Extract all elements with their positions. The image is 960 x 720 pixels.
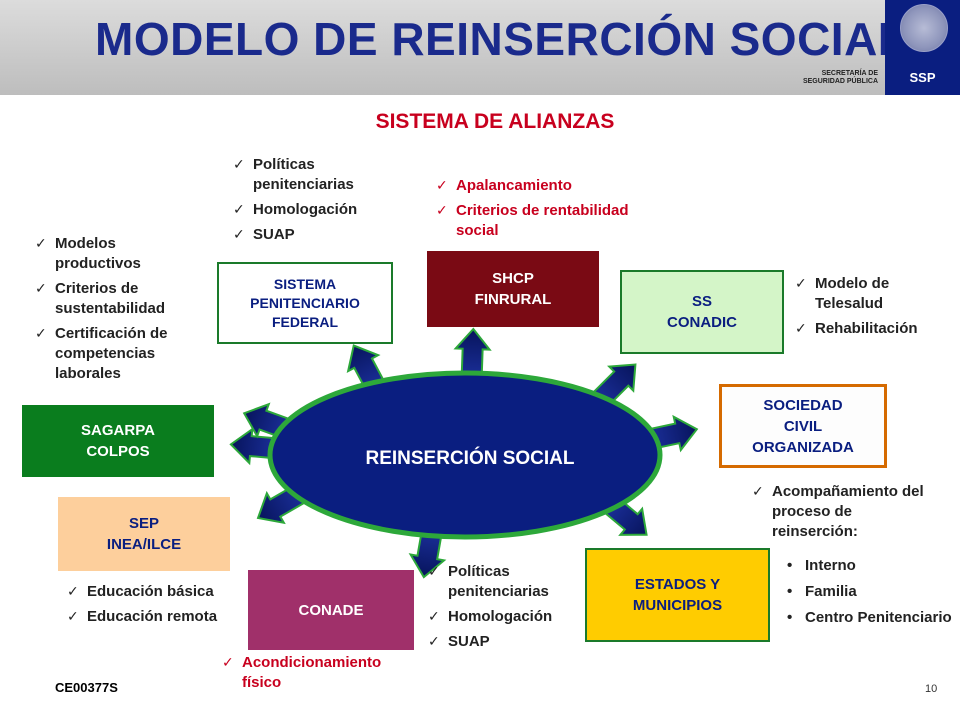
header-band	[0, 0, 885, 95]
page-number: 10	[925, 683, 938, 695]
sociedad-civil-box: SOCIEDAD CIVIL ORGANIZADA	[719, 384, 887, 468]
sep-line-1: SEP	[128, 515, 159, 532]
estados-municipios-box: ESTADOS Y MUNICIPIOS	[585, 548, 770, 642]
list-item: Centro Penitenciario	[785, 608, 955, 628]
list-item: SUAP	[428, 632, 588, 652]
conade-box: CONADE	[248, 570, 414, 650]
sistema-bullets: Políticas penitenciarias Homologación SU…	[233, 155, 403, 250]
list-item: Acondicionamiento físico	[222, 653, 422, 693]
center-ellipse	[267, 370, 663, 540]
sociedad-bullets: Acompañamiento del proceso de reinserció…	[752, 482, 942, 547]
conade-line-1: CONADE	[298, 601, 364, 619]
list-item: Políticas penitenciarias	[428, 562, 588, 602]
ss-line-1: SS	[691, 293, 712, 310]
secretaria-line-2: SEGURIDAD PÚBLICA	[802, 78, 878, 85]
list-item: Educación básica	[67, 582, 227, 602]
shcp-line-2: FINRURAL	[474, 291, 552, 308]
sistema-penitenciario-box: SISTEMA PENITENCIARIO FEDERAL	[217, 262, 393, 344]
ssp-label: SSP	[909, 70, 936, 85]
shcp-line-1: SHCP	[492, 270, 534, 287]
ss-line-2: CONADIC	[667, 314, 737, 331]
estados-line-2: MUNICIPIOS	[632, 597, 723, 614]
list-item: Rehabilitación	[795, 319, 955, 339]
sagarpa-bullets: Modelos productivos Criterios de sustent…	[35, 234, 205, 389]
list-item: Criterios de sustentabilidad	[35, 279, 205, 319]
ss-bullets: Modelo de Telesalud Rehabilitación	[795, 274, 955, 344]
sagarpa-line-1: SAGARPA	[81, 422, 155, 439]
sep-box: SEP INEA/ILCE	[58, 497, 230, 571]
list-item: Políticas penitenciarias	[233, 155, 403, 195]
ss-conadic-box: SS CONADIC	[620, 270, 784, 354]
conade-bullets: Acondicionamiento físico	[222, 653, 422, 698]
sociedad-line-1: SOCIEDAD	[763, 396, 843, 414]
estados-bullets: Políticas penitenciarias Homologación SU…	[428, 562, 588, 657]
national-seal-icon	[900, 4, 948, 52]
list-item: Homologación	[233, 200, 403, 220]
list-item: Modelos productivos	[35, 234, 205, 274]
sep-bullets: Educación básica Educación remota	[67, 582, 227, 632]
secretaria-line-1: SECRETARÍA DE	[821, 70, 878, 77]
sociedad-sub-bullets: Interno Familia Centro Penitenciario	[785, 556, 955, 634]
section-subtitle: SISTEMA DE ALIANZAS	[375, 110, 615, 133]
sistema-line-1: SISTEMA	[273, 275, 337, 292]
secretaria-label: SECRETARÍA DE SEGURIDAD PÚBLICA	[760, 70, 878, 86]
list-item: Apalancamiento	[436, 176, 636, 196]
list-item: SUAP	[233, 225, 403, 245]
center-label: REINSERCIÓN SOCIAL	[365, 448, 575, 469]
list-item: Certificación de competencias laborales	[35, 324, 205, 384]
sociedad-line-3: ORGANIZADA	[752, 438, 854, 456]
list-item: Familia	[785, 582, 955, 602]
sociedad-line-2: CIVIL	[783, 417, 823, 435]
shcp-bullets: Apalancamiento Criterios de rentabilidad…	[436, 176, 636, 246]
sistema-line-2: PENITENCIARIO	[250, 294, 360, 311]
estados-line-1: ESTADOS Y	[634, 576, 721, 593]
list-item: Homologación	[428, 607, 588, 627]
list-item: Interno	[785, 556, 955, 576]
sep-line-2: INEA/ILCE	[106, 536, 182, 553]
shcp-box: SHCP FINRURAL	[427, 251, 599, 327]
sagarpa-box: SAGARPA COLPOS	[22, 405, 214, 477]
list-item: Criterios de rentabilidad social	[436, 201, 636, 241]
page-title: MODELO DE REINSERCIÓN SOCIAL	[95, 13, 907, 65]
sistema-line-3: FEDERAL	[271, 313, 339, 330]
list-item: Educación remota	[67, 607, 227, 627]
footer-code: CE00377S	[55, 680, 118, 695]
list-item: Acompañamiento del proceso de reinserció…	[752, 482, 942, 542]
sagarpa-line-2: COLPOS	[86, 443, 150, 460]
list-item: Modelo de Telesalud	[795, 274, 955, 314]
